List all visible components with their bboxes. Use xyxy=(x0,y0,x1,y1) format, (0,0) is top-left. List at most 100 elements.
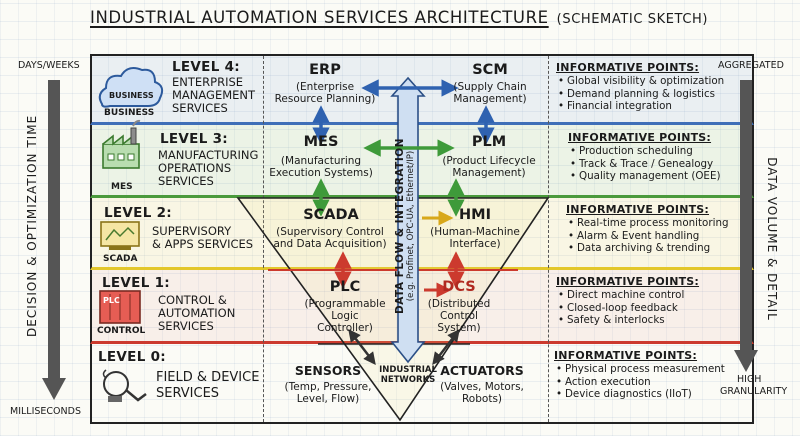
dcs-name: DCS xyxy=(442,279,476,295)
mes-desc-1: (Manufacturing xyxy=(280,155,362,167)
info-point: Safety & interlocks xyxy=(558,314,752,327)
level-1-desc: CONTROL & AUTOMATION SERVICES xyxy=(158,294,235,333)
mes-desc: (Manufacturing Execution Systems) xyxy=(266,155,376,179)
dcs-desc-2: Control xyxy=(440,310,478,322)
level-4-desc-3: SERVICES xyxy=(172,101,228,115)
plm-name: PLM xyxy=(471,134,507,150)
scada-desc: (Supervisory Control and Data Acquisitio… xyxy=(268,226,392,250)
right-axis-top: AGGREGATED xyxy=(718,60,784,71)
plm-desc: (Product Lifecycle Management) xyxy=(426,155,552,179)
level-2-title: LEVEL 2: xyxy=(104,205,172,221)
sensors-desc-2: Level, Flow) xyxy=(296,393,360,405)
robot-arm-icon xyxy=(102,369,147,402)
info-point: Real-time process monitoring xyxy=(568,217,762,230)
left-axis-label: DECISION & OPTIMIZATION TIME xyxy=(25,114,39,337)
plm-desc-1: (Product Lifecycle xyxy=(442,155,536,167)
level-2-info: INFORMATIVE POINTS: Real-time process mo… xyxy=(566,203,762,255)
level-0-desc: FIELD & DEVICE SERVICES xyxy=(156,370,259,402)
info-heading: INFORMATIVE POINTS: xyxy=(566,203,710,216)
level-2-icon-label: SCADA xyxy=(103,254,138,264)
level-0-band xyxy=(90,344,754,424)
level-3-icon-label: MES xyxy=(111,182,133,192)
info-point: Quality management (OEE) xyxy=(570,170,764,183)
level-3-desc-2: OPERATIONS xyxy=(158,161,232,175)
scada-desc-2: and Data Acquisition) xyxy=(273,238,387,250)
factory-icon xyxy=(102,119,141,169)
dcs-desc: (Distributed Control System) xyxy=(414,298,504,334)
page-title: INDUSTRIAL AUTOMATION SERVICES ARCHITECT… xyxy=(90,8,780,38)
plc-rack-icon xyxy=(99,290,141,324)
level-1-title: LEVEL 1: xyxy=(102,275,170,291)
info-point: Alarm & Event handling xyxy=(568,230,762,243)
level-1-desc-2: AUTOMATION xyxy=(158,306,236,320)
scada-monitor-icon xyxy=(100,221,140,250)
plc-desc-1: (Programmable xyxy=(304,298,386,310)
left-axis-bottom: MILLISECONDS xyxy=(10,406,81,417)
level-0-desc-2: SERVICES xyxy=(156,386,220,401)
plc-desc-3: Controller) xyxy=(317,322,373,334)
business-icon-text: BUSINESS xyxy=(109,91,154,100)
info-point: Closed-loop feedback xyxy=(558,302,752,315)
plc-name: PLC xyxy=(329,279,361,295)
business-cloud-icon xyxy=(98,67,164,108)
level-4-desc-1: ENTERPRISE xyxy=(172,75,244,89)
hmi-name: HMI xyxy=(459,207,491,223)
dcs-actuators-arrow xyxy=(432,329,460,365)
mes-desc-2: Execution Systems) xyxy=(269,167,373,179)
network-line-1: INDUSTRIAL xyxy=(379,365,437,375)
title-text: INDUSTRIAL AUTOMATION SERVICES ARCHITECT… xyxy=(90,8,549,27)
level-4-info: INFORMATIVE POINTS: Global visibility & … xyxy=(556,61,752,113)
scada-name: SCADA xyxy=(303,207,359,223)
info-point: Action execution xyxy=(556,376,750,389)
info-heading: INFORMATIVE POINTS: xyxy=(556,275,700,288)
divider xyxy=(263,56,264,422)
scm-name: SCM xyxy=(472,62,508,78)
info-point: Global visibility & optimization xyxy=(558,75,752,88)
plm-desc-2: Management) xyxy=(452,167,526,179)
actuators-desc: (Valves, Motors, Robots) xyxy=(432,381,532,405)
level-3-title: LEVEL 3: xyxy=(160,131,228,147)
hmi-desc-1: (Human-Machine xyxy=(430,226,520,238)
info-point: Direct machine control xyxy=(558,289,752,302)
info-heading: INFORMATIVE POINTS: xyxy=(556,61,700,74)
erp-name: ERP xyxy=(309,62,341,78)
dcs-desc-3: System) xyxy=(437,322,481,334)
scada-desc-1: (Supervisory Control xyxy=(276,226,384,238)
scm-desc: (Supply Chain Management) xyxy=(435,81,545,105)
erp-desc-1: (Enterprise xyxy=(295,81,355,93)
mes-name: MES xyxy=(303,134,339,150)
right-axis-bottom-2: GRANULARITY xyxy=(720,386,788,397)
left-time-arrow xyxy=(42,80,66,400)
info-heading: INFORMATIVE POINTS: xyxy=(554,349,698,362)
funnel-outline xyxy=(236,197,550,422)
hmi-desc-2: Interface) xyxy=(449,238,501,250)
info-point: Financial integration xyxy=(558,100,752,113)
info-point: Physical process measurement xyxy=(556,363,750,376)
level-4-desc: ENTERPRISE MANAGEMENT SERVICES xyxy=(172,76,255,115)
erp-desc-2: Resource Planning) xyxy=(274,93,376,105)
level-1-desc-1: CONTROL & xyxy=(158,293,227,307)
level-3-desc: MANUFACTURING OPERATIONS SERVICES xyxy=(158,149,258,188)
info-point: Device diagnostics (IIoT) xyxy=(556,388,750,401)
actuators-name: ACTUATORS xyxy=(440,363,524,378)
erp-desc: (Enterprise Resource Planning) xyxy=(270,81,380,105)
info-point: Data archiving & trending xyxy=(568,242,762,255)
plc-desc: (Programmable Logic Controller) xyxy=(290,298,400,334)
divider xyxy=(548,56,549,422)
info-heading: INFORMATIVE POINTS: xyxy=(568,131,712,144)
left-axis-top: DAYS/WEEKS xyxy=(18,60,80,71)
level-0-title: LEVEL 0: xyxy=(98,349,166,365)
sensors-desc: (Temp, Pressure, Level, Flow) xyxy=(282,381,374,405)
dcs-desc-1: (Distributed xyxy=(427,298,491,310)
plc-sensors-arrow xyxy=(348,329,376,365)
plc-desc-2: Logic xyxy=(331,310,359,322)
sensors-name: SENSORS xyxy=(294,363,362,378)
scm-desc-2: Management) xyxy=(453,93,527,105)
title-subtitle: (SCHEMATIC SKETCH) xyxy=(556,12,709,27)
actuators-desc-2: Robots) xyxy=(461,393,503,405)
plc-icon-text: PLC xyxy=(103,296,120,305)
level-3-desc-3: SERVICES xyxy=(158,174,214,188)
level-1-info: INFORMATIVE POINTS: Direct machine contr… xyxy=(556,275,752,327)
level-2-desc: SUPERVISORY & APPS SERVICES xyxy=(152,225,253,251)
